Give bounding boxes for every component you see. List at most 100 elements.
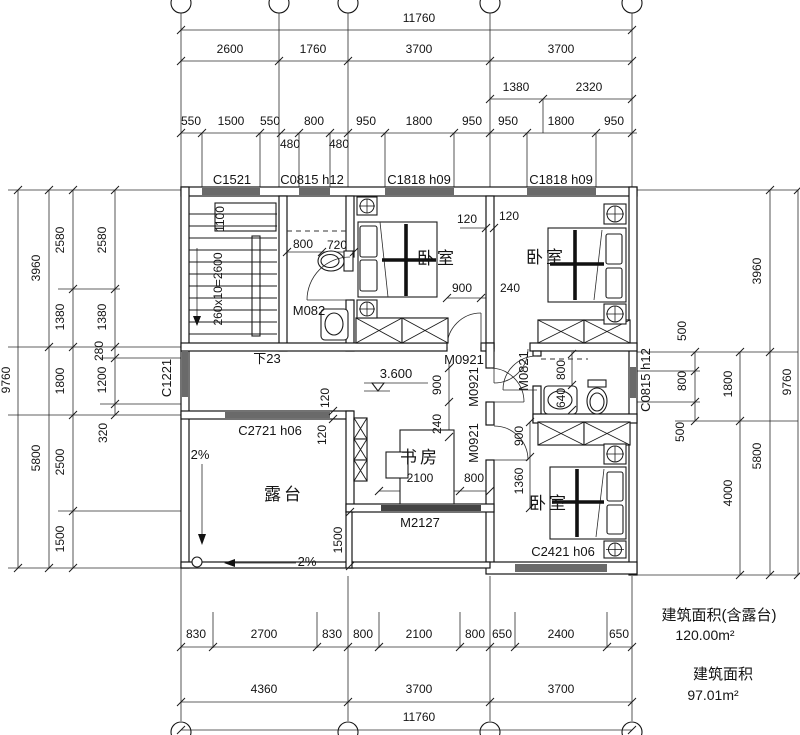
dim-label: 4000 [721, 479, 735, 506]
dim-label: 1380 [95, 303, 109, 330]
windows-layer [182, 188, 636, 572]
dim-label: 1800 [548, 114, 575, 128]
dim-label: 950 [462, 114, 482, 128]
dim-label: 120 [499, 209, 519, 223]
door-arc [493, 425, 529, 461]
window-c1521 [202, 188, 260, 195]
dim-label: 320 [96, 423, 110, 443]
dim-label: 240 [430, 414, 444, 434]
door-arc [493, 348, 529, 384]
door-arc [502, 355, 538, 391]
dim-label: 1500 [53, 525, 67, 552]
dim-label: 3700 [406, 682, 433, 696]
dim-label: 3960 [750, 257, 764, 284]
dim-label: 1800 [721, 370, 735, 397]
dim-label: 120 [318, 388, 332, 408]
dim-label: 1500 [218, 114, 245, 128]
grid-axes [170, 0, 643, 735]
dim-label: 2400 [548, 627, 575, 641]
sink-icon [320, 308, 349, 341]
furniture-layer [191, 202, 627, 568]
slope-label: 2% [191, 447, 210, 462]
bed [357, 221, 438, 298]
window-c2721 [225, 412, 330, 418]
dim-label: 1760 [300, 42, 327, 56]
dim-label: 720 [327, 238, 347, 252]
window-label-c2721: C2721 h06 [238, 423, 302, 438]
grid-bubble [170, 0, 192, 14]
window-c1818-b [527, 188, 596, 195]
dim-label: 120 [457, 212, 477, 226]
grid-bubble [268, 0, 290, 14]
toilet-icon [317, 250, 354, 272]
dim-label: 800 [554, 360, 568, 380]
dim-label: 800 [675, 371, 689, 391]
area-net-value: 97.01m² [687, 687, 739, 703]
window-label-c1818-a: C1818 h09 [387, 172, 451, 187]
dim-label: 2500 [53, 448, 67, 475]
drain-circle [191, 556, 203, 568]
grid-bubble [479, 0, 501, 14]
dim-label: 800 [353, 627, 373, 641]
dim-label: 950 [604, 114, 624, 128]
dim-label: 2700 [251, 627, 278, 641]
window-c2421 [515, 564, 607, 572]
dim-label: 800 [465, 627, 485, 641]
doors-layer [306, 256, 538, 461]
dim-label: 1200 [95, 366, 109, 393]
area-total-label: 建筑面积(含露台) [662, 607, 777, 624]
slope-label: 2% [298, 554, 317, 569]
grid-bubble [337, 721, 359, 735]
grid-bubble [479, 721, 501, 735]
dim-label: 1380 [53, 303, 67, 330]
grid-bubble [170, 721, 192, 735]
window-c1818-a [385, 188, 454, 195]
door-label-m0921: M0921 [466, 423, 481, 463]
stair-dim: 1100 [213, 206, 227, 232]
dim-label: 830 [322, 627, 342, 641]
dim-label: 280 [92, 341, 106, 361]
dim-label: 950 [356, 114, 376, 128]
door-label-m082: M082 [293, 303, 326, 318]
dim-label: 2580 [53, 226, 67, 253]
dim-label: 500 [675, 321, 689, 341]
dim-label: 800 [304, 114, 324, 128]
dim-label: 11760 [403, 11, 436, 25]
dim-label: 2600 [217, 42, 244, 56]
room-label-study: 书房 [400, 448, 440, 467]
area-net-label: 建筑面积 [693, 666, 753, 683]
stair-dim: 260x10=2600 [211, 252, 225, 325]
dim-label: 650 [609, 627, 629, 641]
room-label-terrace: 露台 [264, 485, 304, 504]
desk [385, 429, 455, 505]
text-layer: 11760 2600 1760 3700 3700 1380 2320 550 … [0, 11, 794, 724]
bed [547, 227, 627, 303]
grid-bubble [337, 0, 359, 14]
door-arc [489, 367, 525, 403]
dim-label: 480 [329, 137, 349, 151]
dim-label: 1800 [53, 367, 67, 394]
stair-down-label: 下23 [253, 351, 280, 366]
door-label-m2127: M2127 [400, 515, 440, 530]
window-c0815-top [299, 188, 330, 195]
level-value: 3.600 [380, 366, 413, 381]
dim-label: 800 [464, 471, 484, 485]
window-label-c1221: C1221 [159, 359, 174, 397]
door-label-m0921: M0921 [466, 367, 481, 407]
dimension-lines-layer [8, 29, 799, 731]
dim-label: 3700 [548, 682, 575, 696]
dim-label: 5800 [29, 444, 43, 471]
dim-label: 3700 [406, 42, 433, 56]
annotations-layer [198, 382, 428, 567]
window-label-c1521: C1521 [213, 172, 251, 187]
dim-label: 3700 [548, 42, 575, 56]
dim-label: 2580 [95, 226, 109, 253]
dim-label: 1800 [406, 114, 433, 128]
toilet-icon [586, 379, 608, 415]
grid-bubble [621, 721, 643, 735]
dim-label: 120 [315, 425, 329, 445]
dim-label: 4360 [251, 682, 278, 696]
dim-label: 2320 [576, 80, 603, 94]
